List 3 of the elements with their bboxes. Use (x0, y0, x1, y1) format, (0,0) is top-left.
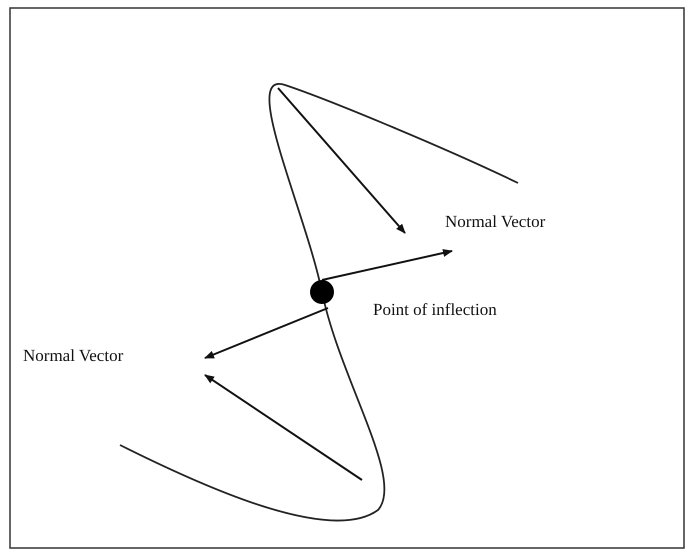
annotation-text: Point of inflection (373, 300, 497, 320)
annotation-text: Normal Vector (445, 212, 546, 232)
annotation-text: Normal Vector (23, 346, 124, 366)
